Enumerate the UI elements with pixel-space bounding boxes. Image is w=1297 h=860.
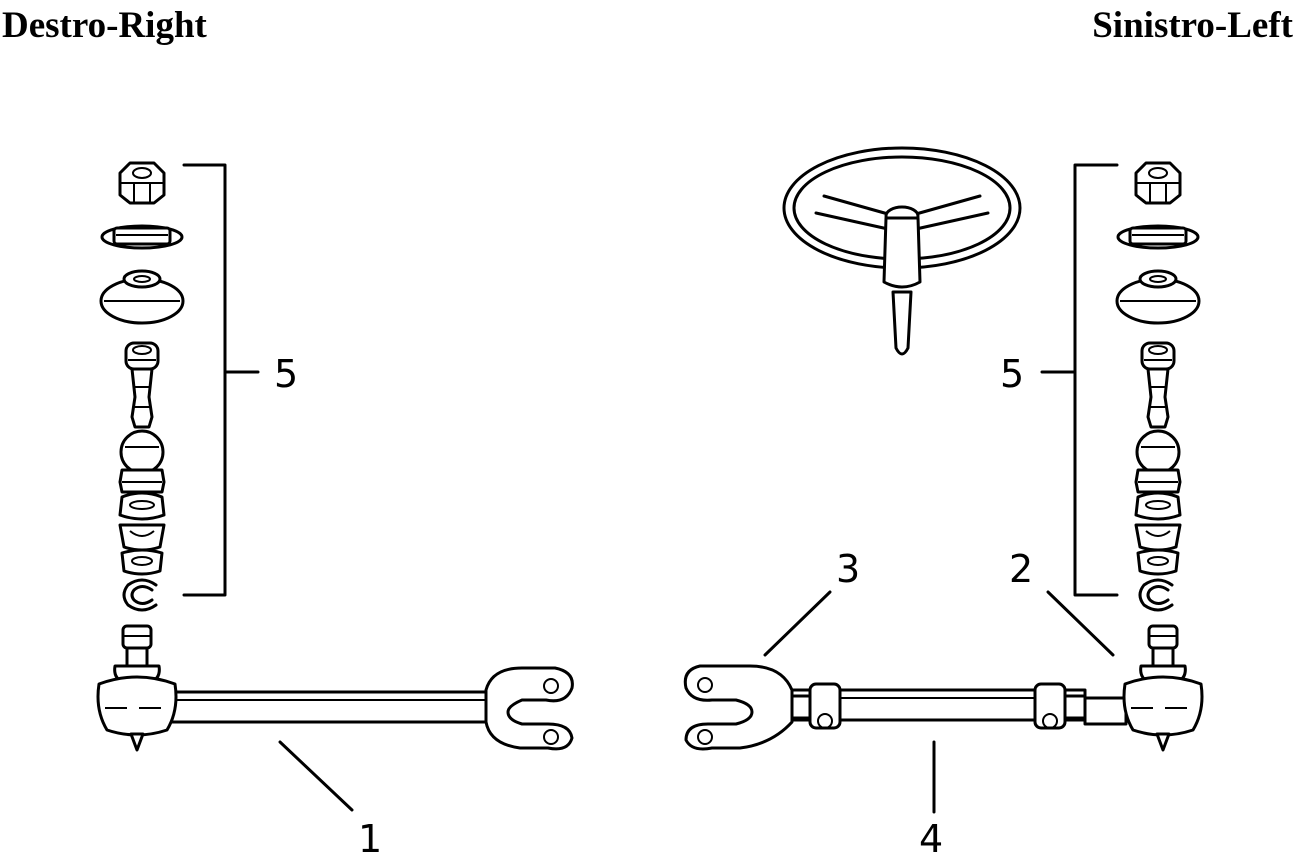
kit-left bbox=[1115, 161, 1201, 612]
title-destro-right: Destro-Right bbox=[2, 5, 207, 46]
tie-rod-1 bbox=[96, 624, 574, 752]
bracket-right bbox=[182, 163, 227, 597]
bracket-left bbox=[1073, 163, 1119, 597]
callout-1: 1 bbox=[358, 817, 382, 860]
steering-wheel-icon bbox=[782, 146, 1022, 356]
leader-2 bbox=[1046, 590, 1115, 657]
callout-5-right: 5 bbox=[274, 352, 298, 396]
yoke-3 bbox=[683, 664, 794, 751]
kit-right bbox=[99, 161, 185, 612]
title-sinistro-left: Sinistro-Left bbox=[1092, 5, 1293, 46]
callout-2: 2 bbox=[1009, 547, 1033, 591]
callout-3: 3 bbox=[836, 547, 860, 591]
callout-5-left: 5 bbox=[1000, 352, 1024, 396]
callout-4: 4 bbox=[919, 817, 943, 860]
leader-1 bbox=[278, 740, 354, 812]
tie-rod-end-2 bbox=[1122, 624, 1204, 752]
tie-rod-4 bbox=[788, 682, 1128, 730]
leader-3 bbox=[763, 590, 832, 657]
